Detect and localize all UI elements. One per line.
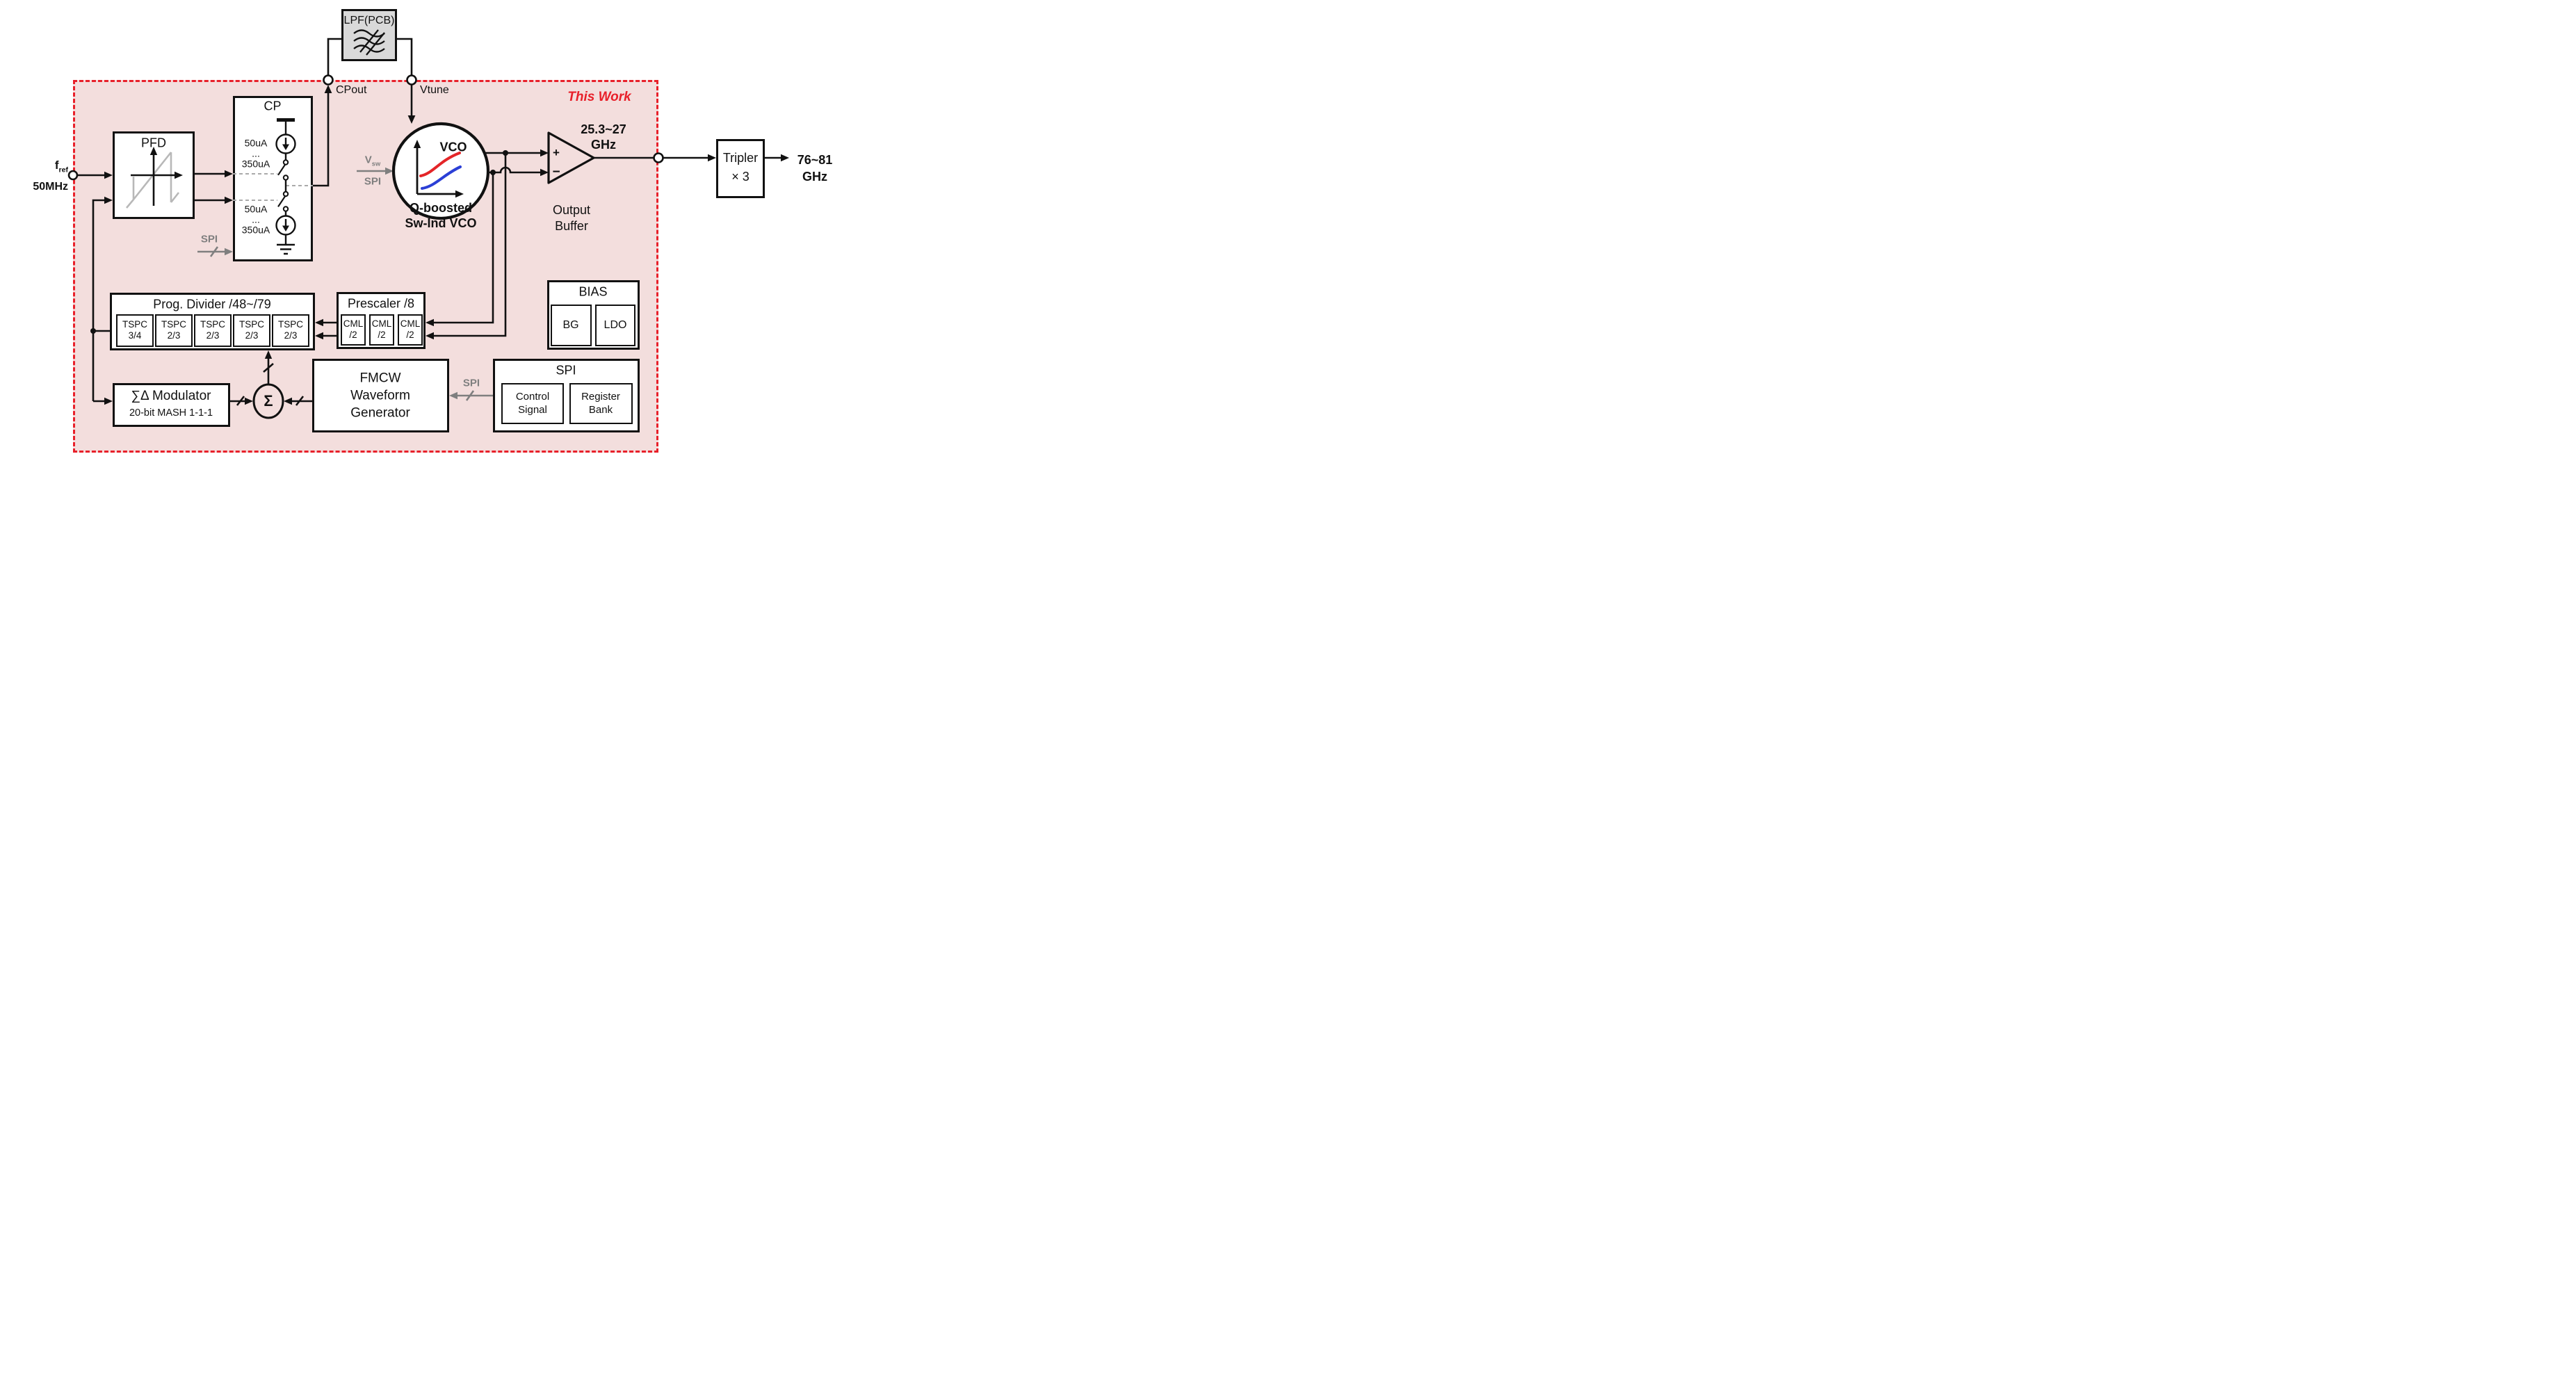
- divider-title: Prog. Divider /48~/79: [153, 297, 271, 311]
- register-bank-block: [569, 383, 633, 424]
- fref-frequency: 50MHz: [33, 181, 68, 193]
- vtune-label: Vtune: [420, 84, 449, 96]
- wire-feedback: [92, 199, 105, 403]
- bg-label: BG: [562, 319, 579, 331]
- fmcw-generator-block: [312, 359, 449, 432]
- cml-cell-label: CML/2: [371, 318, 392, 340]
- rfout-pad: [653, 152, 664, 163]
- tspc-cell: [272, 314, 309, 347]
- gray-arrowheads: [225, 167, 457, 400]
- fmcw-spi-bus-label: SPI: [462, 377, 480, 389]
- cp-title: CP: [264, 99, 282, 113]
- spi-title: SPI: [556, 363, 576, 378]
- wire-sigma-up: [263, 359, 274, 384]
- fmcw-pll-block-diagram: LPF(PCB) CPout Vtune This Work fref 50MH…: [0, 0, 859, 464]
- sigma-symbol-label: Σ: [264, 392, 273, 410]
- prescaler-title: Prescaler /8: [347, 296, 415, 311]
- this-work-label: This Work: [567, 90, 631, 104]
- tspc-cell: [155, 314, 193, 347]
- cpout-pad: [323, 74, 334, 86]
- lpf-filter-icon: [353, 29, 385, 56]
- wire-spi-to-cp: [197, 246, 225, 257]
- pfd-title: PFD: [141, 136, 166, 150]
- cpout-label: CPout: [336, 84, 367, 96]
- fref-symbol: fref: [54, 159, 68, 175]
- vsw-label: Vsw: [364, 154, 381, 168]
- cml-cell: [369, 314, 394, 346]
- fref-label: fref 50MHz: [21, 157, 68, 195]
- fref-pad: [67, 170, 79, 181]
- sigma-adder-symbol: [252, 383, 284, 419]
- cp-current-bottom: 50uA...350uA: [241, 203, 270, 236]
- wire-fmcw-to-sigma: [292, 396, 312, 406]
- vtune-pad: [406, 74, 417, 86]
- wire-prescaler-to-divider: [323, 321, 337, 337]
- cp-internals-icon: [275, 118, 296, 255]
- sdm-block: [113, 383, 230, 427]
- wire-vco-out-bottom: [434, 166, 540, 324]
- cp-spi-bus-label: SPI: [200, 233, 218, 245]
- vco-symbol: [391, 122, 490, 220]
- tspc-cell: [194, 314, 232, 347]
- cml-cell: [398, 314, 423, 346]
- cp-block: [233, 96, 313, 261]
- buffer-plus-input: +: [553, 146, 560, 159]
- tripler-label: Tripler× 3: [722, 151, 759, 184]
- tspc-cell: [233, 314, 270, 347]
- wire-sdm-to-sigma: [230, 396, 245, 406]
- wire-vco-out-top: [434, 152, 540, 337]
- cml-cell-label: CML/2: [400, 318, 421, 340]
- bias-title: BIAS: [578, 284, 608, 299]
- io-pads: [67, 74, 664, 181]
- bg-block: [551, 305, 592, 346]
- arrowheads: [104, 85, 789, 405]
- tspc-cell: [116, 314, 154, 347]
- vco-spi-bus-label: SPI: [364, 175, 382, 188]
- wiring-layer: [67, 29, 789, 419]
- cml-cell-label: CML/2: [343, 318, 364, 340]
- output-buffer-symbol: [547, 131, 595, 184]
- pfd-curve-icon: [126, 147, 183, 209]
- tripler-block: [716, 139, 765, 198]
- lpf-title: LPF(PCB): [343, 15, 395, 26]
- wire-cpout: [313, 38, 341, 187]
- ldo-block: [595, 305, 635, 346]
- vco-curve-blue: [421, 165, 462, 190]
- vco-title: VCO: [439, 140, 467, 154]
- junction-dots: [90, 150, 508, 334]
- cml-cell: [341, 314, 366, 346]
- wire-vtune: [397, 38, 413, 115]
- cp-current-top: 50uA...350uA: [241, 137, 270, 170]
- wire-spi-to-fmcw: [457, 390, 493, 401]
- vco-curve-red: [419, 152, 461, 177]
- control-signal-block: [501, 383, 564, 424]
- cp-dashed-nodes: [233, 173, 313, 201]
- ldo-label: LDO: [604, 319, 627, 331]
- buffer-minus-input: −: [552, 165, 560, 179]
